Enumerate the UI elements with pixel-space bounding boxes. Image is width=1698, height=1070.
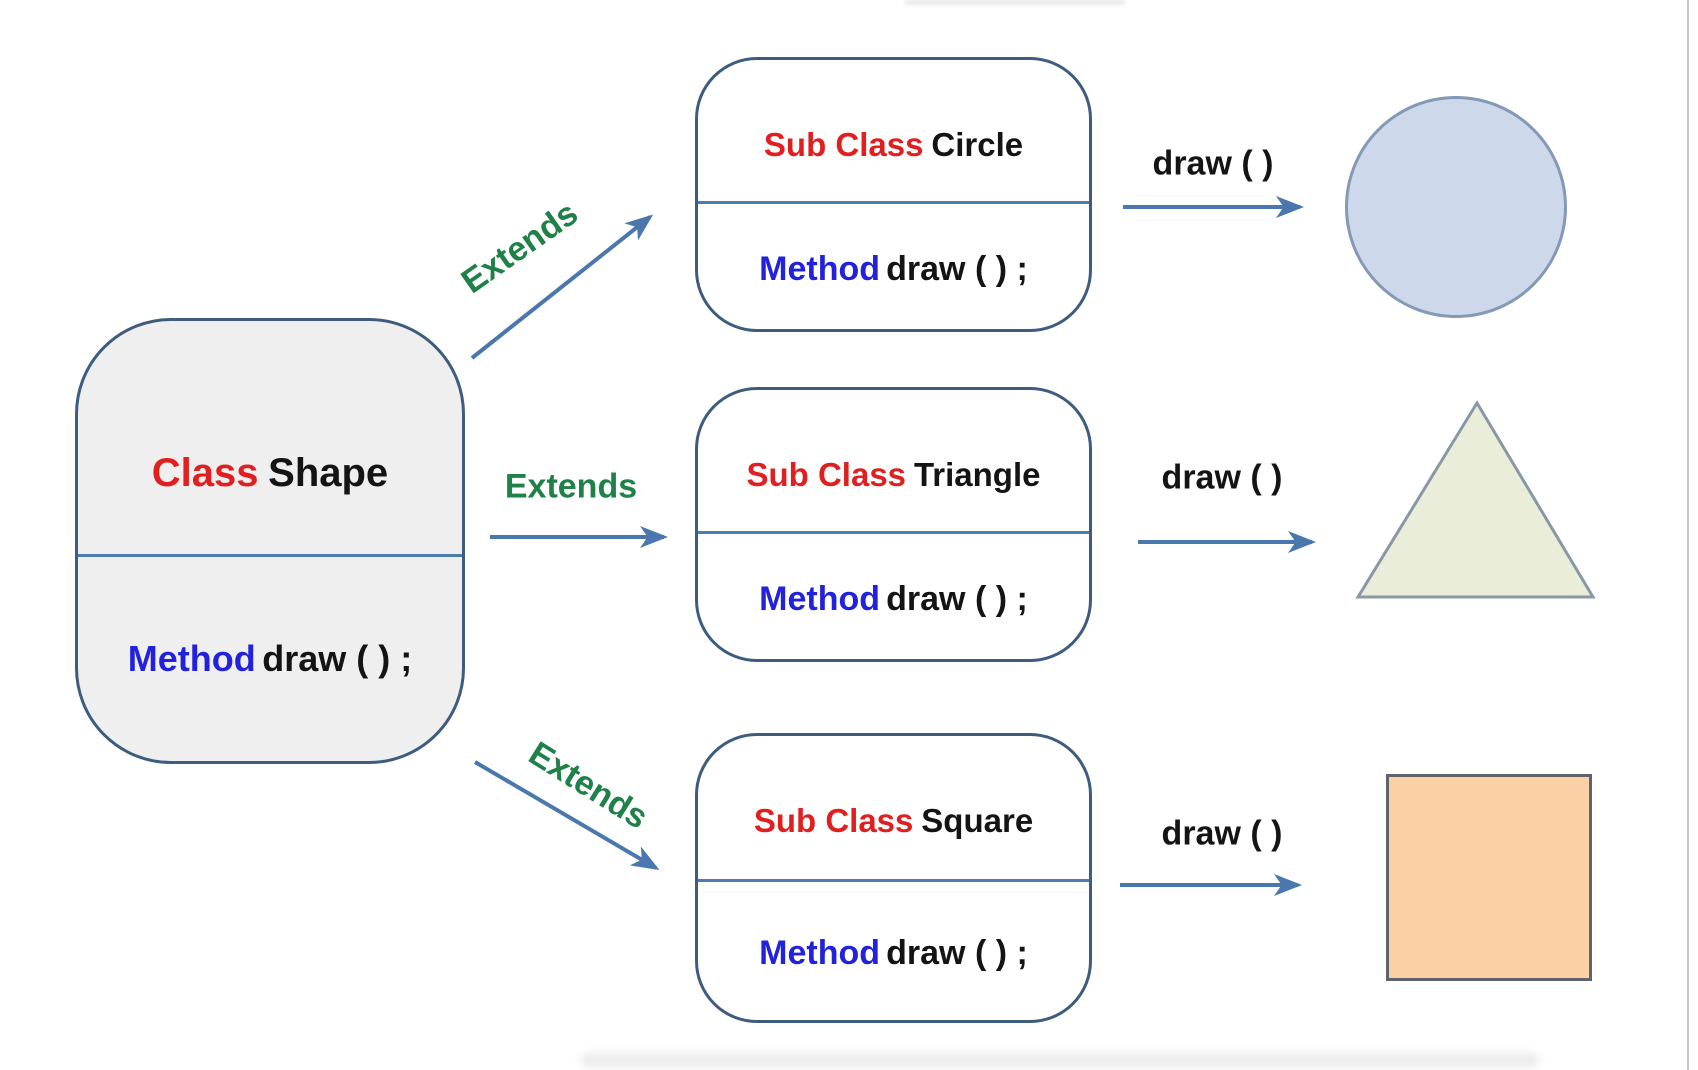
extends-label-triangle: Extends: [504, 467, 638, 506]
subclass-triangle-method: Method draw ( ) ;: [698, 534, 1089, 659]
subclass-square-title: Sub Class Square: [698, 736, 1089, 891]
subclass-circle-method: Method draw ( ) ;: [698, 204, 1089, 329]
subclass-name: Circle: [931, 125, 1024, 163]
class-box-divider: [78, 554, 462, 557]
extends-arrow-circle: [470, 214, 654, 360]
class-name: Shape: [268, 451, 389, 495]
subclass-keyword: Sub Class: [746, 455, 907, 493]
triangle-shape: [1355, 400, 1596, 599]
method-keyword: Method: [759, 933, 881, 972]
cropped-text-ghost-bottom: [580, 1052, 1540, 1068]
draw-call-label-circle: draw ( ): [1152, 144, 1274, 183]
subclass-name: Triangle: [913, 455, 1041, 493]
class-box-shape: Class Shape Method draw ( ) ;: [75, 318, 465, 764]
subclass-keyword: Sub Class: [753, 801, 914, 839]
subclass-keyword: Sub Class: [763, 125, 924, 163]
class-keyword: Class: [151, 451, 259, 495]
subclass-box-square: Sub Class Square Method draw ( ) ;: [695, 733, 1092, 1023]
image-right-edge-line: [1687, 0, 1689, 1070]
method-signature: draw ( ) ;: [262, 638, 413, 679]
extends-arrow-square: [473, 760, 660, 871]
subclass-triangle-title: Sub Class Triangle: [698, 390, 1089, 545]
subclass-square-divider: [698, 879, 1089, 882]
method-signature: draw ( ) ;: [886, 580, 1028, 618]
subclass-name: Square: [921, 801, 1034, 839]
subclass-square-method: Method draw ( ) ;: [698, 880, 1089, 1020]
subclass-box-triangle: Sub Class Triangle Method draw ( ) ;: [695, 387, 1092, 662]
method-signature: draw ( ) ;: [886, 250, 1028, 288]
method-keyword: Method: [759, 580, 881, 618]
cropped-artifact-top: [905, 0, 1125, 5]
method-keyword: Method: [759, 250, 881, 288]
subclass-box-circle: Sub Class Circle Method draw ( ) ;: [695, 57, 1092, 332]
subclass-circle-divider: [698, 201, 1089, 204]
circle-shape: [1345, 96, 1567, 318]
method-signature: draw ( ) ;: [886, 933, 1028, 972]
class-box-shape-title: Class Shape: [78, 321, 462, 590]
method-keyword: Method: [127, 638, 256, 679]
draw-call-label-square: draw ( ): [1161, 814, 1283, 853]
subclass-circle-title: Sub Class Circle: [698, 60, 1089, 215]
class-box-shape-method: Method draw ( ) ;: [78, 557, 462, 761]
square-shape: [1386, 774, 1592, 981]
draw-call-label-triangle: draw ( ): [1161, 458, 1283, 497]
subclass-triangle-divider: [698, 531, 1089, 534]
